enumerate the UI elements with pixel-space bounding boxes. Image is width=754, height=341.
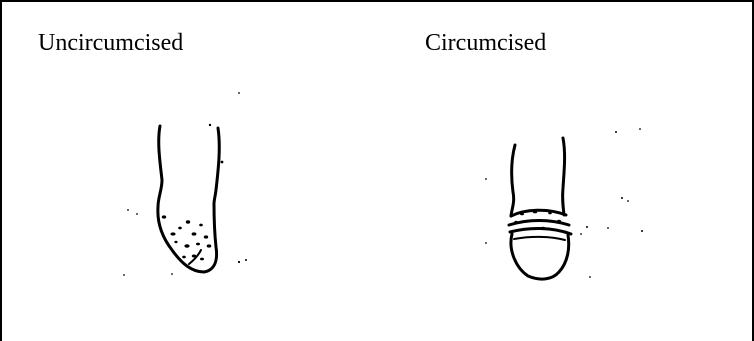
circumcised-right-contour: [563, 138, 565, 215]
circumcised-scar-band-top: [511, 210, 566, 216]
uncircumcised-drawing: [158, 126, 219, 272]
circumcised-left-contour: [511, 145, 515, 216]
uncircumcised-right-contour: [214, 128, 219, 204]
circumcised-drawing: [509, 138, 571, 279]
circumcised-glans-ridge: [514, 237, 565, 240]
speckles-left: [123, 92, 247, 276]
uncircumcised-left-contour: [158, 126, 217, 272]
circumcised-glans: [511, 234, 569, 279]
circumcised-scar-band-low: [510, 228, 571, 234]
